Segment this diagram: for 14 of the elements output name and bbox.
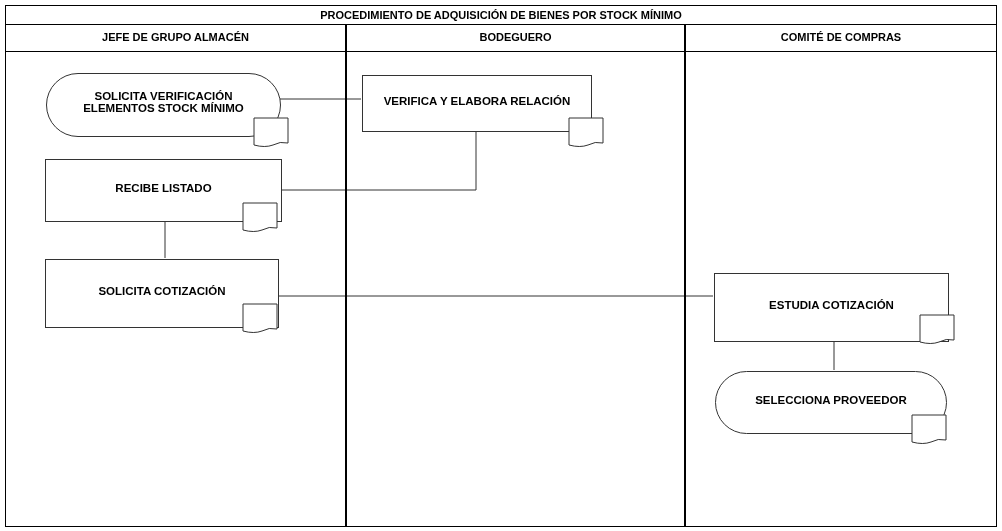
lane-header: COMITÉ DE COMPRAS [686, 25, 996, 52]
swimlane [346, 24, 685, 527]
connector-line [833, 340, 835, 371]
swimlane [685, 24, 997, 527]
connector-line [277, 295, 714, 297]
lane-header: JEFE DE GRUPO ALMACÉN [6, 25, 345, 52]
connector-line [164, 220, 166, 259]
lane-header: BODEGUERO [347, 25, 684, 52]
process-box: VERIFICA Y ELABORA RELACIÓN [362, 75, 592, 132]
process-box: ESTUDIA COTIZACIÓN [714, 273, 949, 342]
connector-line [279, 98, 362, 100]
terminator-shape: SOLICITA VERIFICACIÓN ELEMENTOS STOCK MÍNIMO [46, 73, 281, 137]
swimlane [5, 24, 346, 527]
connector-line [280, 130, 477, 191]
